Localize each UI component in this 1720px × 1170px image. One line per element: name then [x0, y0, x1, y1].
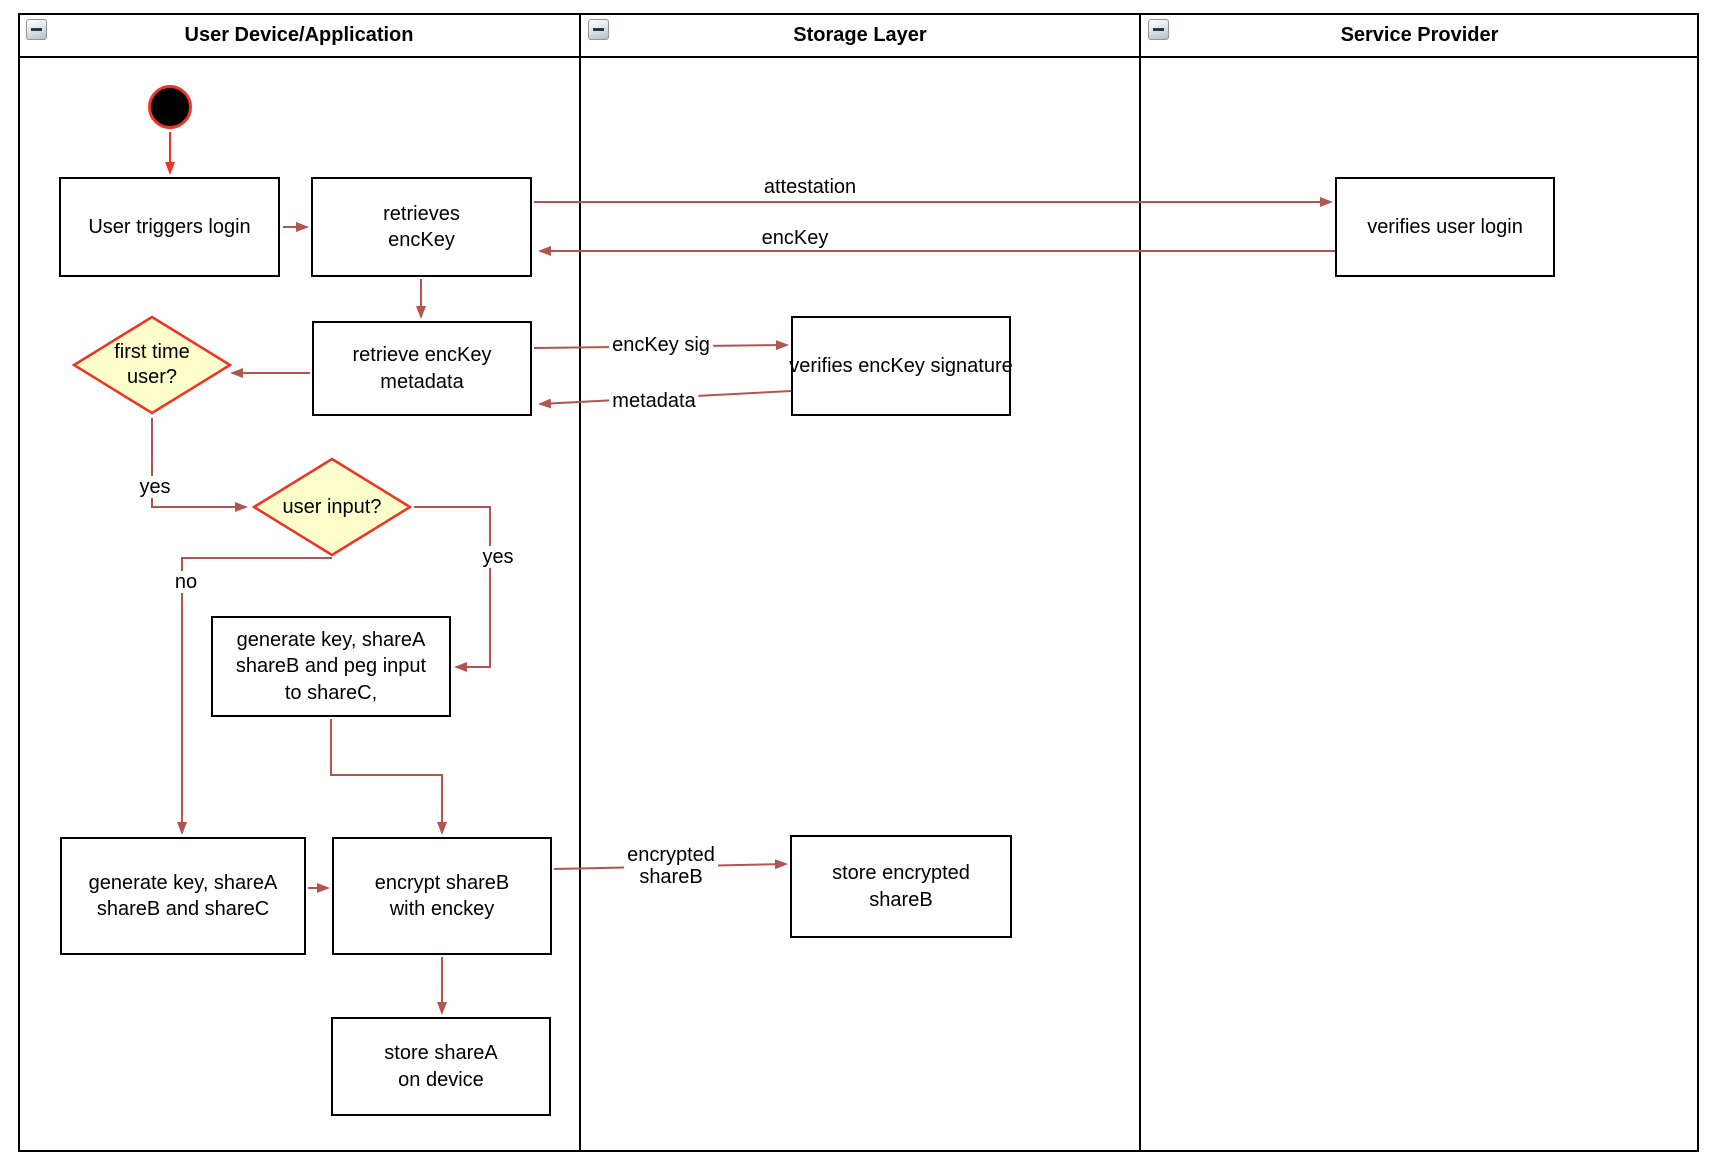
pool-frame [18, 13, 1699, 1152]
decision-label: user input? [282, 495, 382, 518]
header-divider-line [18, 56, 1699, 58]
collapse-lane-button[interactable] [1148, 19, 1169, 40]
edge-label-attestation: attestation [760, 176, 860, 198]
edge-label-enckey-sig: encKey sig [609, 334, 713, 356]
collapse-lane-button[interactable] [26, 19, 47, 40]
node-verifies-enckey-signature[interactable]: verifies encKey signature [789, 316, 1013, 416]
lane-header-user-device: User Device/Application [184, 24, 414, 46]
minus-icon [31, 28, 42, 31]
arrow-userinput-yes-to-peg [414, 506, 491, 672]
collapse-lane-button[interactable] [588, 19, 609, 40]
diamond-shape [252, 457, 412, 557]
node-store-sharea[interactable]: store shareA on device [331, 1017, 551, 1116]
minus-icon [593, 28, 604, 31]
arrow-userinput-no-to-generate [177, 557, 332, 835]
node-encrypt-shareb[interactable]: encrypt shareB with enckey [332, 837, 552, 955]
node-retrieves-enckey[interactable]: retrieves encKey [311, 177, 532, 277]
edge-label-metadata: metadata [609, 390, 699, 412]
edge-label-encrypted-shareb: encrypted shareB [624, 844, 718, 888]
diamond-shape [72, 315, 232, 415]
start-node[interactable] [148, 85, 192, 129]
minus-icon [1153, 28, 1164, 31]
node-generate-key-peg-input[interactable]: generate key, shareA shareB and peg inpu… [211, 616, 451, 717]
edge-label-yes-first-time: yes [136, 476, 174, 498]
node-store-encrypted-shareb[interactable]: store encrypted shareB [790, 835, 1012, 938]
node-user-triggers-login[interactable]: User triggers login [59, 177, 280, 277]
node-verifies-user-login[interactable]: verifies user login [1335, 177, 1555, 277]
node-retrieve-enckey-metadata[interactable]: retrieve encKey metadata [312, 321, 532, 416]
edge-label-no-user-input: no [171, 571, 201, 593]
lane-header-service-provider: Service Provider [1340, 24, 1499, 46]
edge-label-yes-user-input: yes [479, 546, 517, 568]
lane-divider-1 [579, 13, 581, 1152]
decision-first-time-user[interactable]: first time user? [72, 315, 232, 415]
lane-header-storage-layer: Storage Layer [793, 24, 927, 46]
decision-user-input[interactable]: user input? [252, 457, 412, 557]
arrow-peg-to-encrypt [330, 719, 447, 835]
arrow-firsttime-yes-to-userinput [151, 418, 248, 512]
node-generate-key-sharec[interactable]: generate key, shareA shareB and shareC [60, 837, 306, 955]
decision-label: first time user? [114, 341, 190, 388]
edge-label-enckey: encKey [758, 227, 832, 249]
lane-divider-2 [1139, 13, 1141, 1152]
